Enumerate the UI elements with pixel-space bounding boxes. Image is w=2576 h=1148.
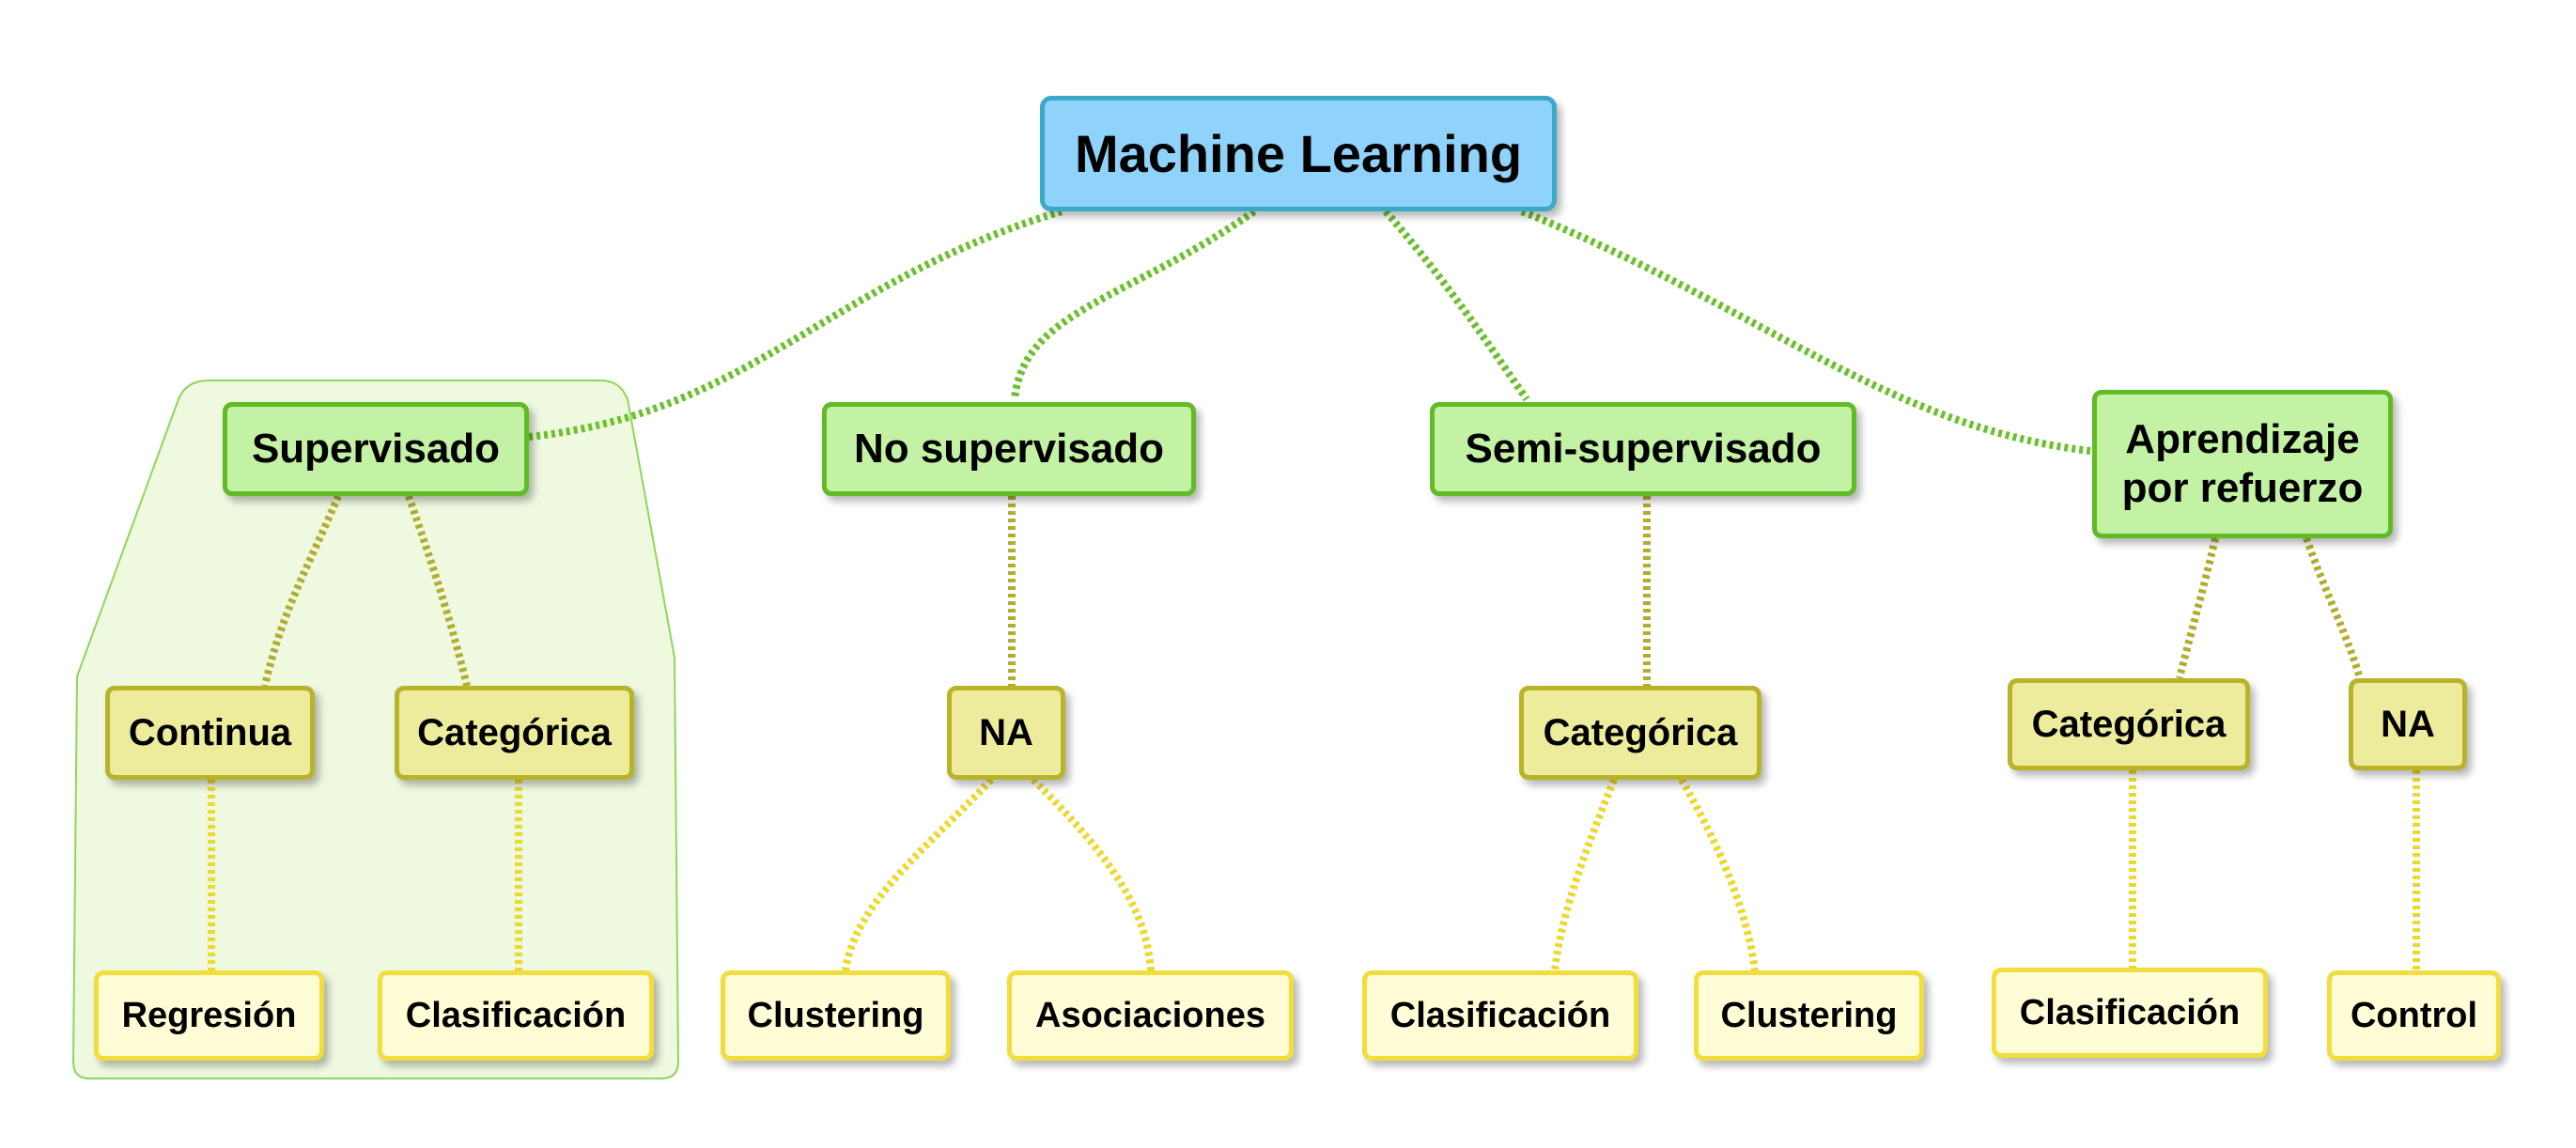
node-aprendizaje-por-refuerzo[interactable]: Aprendizaje por refuerzo: [2092, 390, 2393, 538]
node-label: Control: [2350, 995, 2478, 1035]
supervisado-highlight-region: [71, 380, 680, 1079]
node-label: Regresión: [121, 995, 297, 1035]
connector-root-no-supervisado: [1011, 208, 1257, 400]
connector-supervisado-categorica: [405, 494, 471, 687]
node-clasificacion-aprendizaje[interactable]: Clasificación: [1992, 968, 2268, 1058]
node-label: Supervisado: [251, 426, 501, 472]
connector-root-aprendizaje: [1520, 208, 2091, 455]
node-label: NA: [979, 711, 1033, 753]
node-label: Clasificación: [405, 995, 627, 1035]
node-label: Categórica: [1543, 711, 1738, 753]
node-continua[interactable]: Continua: [105, 686, 315, 780]
root-label: Machine Learning: [1074, 124, 1523, 183]
connector-aprendizaje-categorica: [2176, 537, 2219, 679]
node-clustering-no-supervisado[interactable]: Clustering: [721, 970, 951, 1061]
node-label: No supervisado: [853, 426, 1165, 472]
node-categorica-aprendizaje[interactable]: Categórica: [2008, 678, 2250, 770]
node-clustering-semi[interactable]: Clustering: [1694, 970, 1924, 1061]
node-label: Clasificación: [2019, 992, 2241, 1032]
connector-categorica-clasificacion-semi: [1551, 778, 1618, 971]
node-label: NA: [2381, 703, 2435, 745]
node-supervisado[interactable]: Supervisado: [223, 402, 529, 496]
node-na-aprendizaje[interactable]: NA: [2349, 678, 2467, 770]
connector-na-clustering: [842, 777, 994, 971]
node-categorica-supervisado[interactable]: Categórica: [395, 686, 634, 780]
node-clasificacion-supervisado[interactable]: Clasificación: [378, 970, 654, 1061]
node-label: Clustering: [747, 995, 924, 1035]
node-asociaciones[interactable]: Asociaciones: [1007, 970, 1294, 1061]
connector-root-semi-supervisado: [1382, 209, 1530, 402]
connector-na-asociaciones: [1031, 777, 1155, 971]
node-label: Semi-supervisado: [1465, 426, 1822, 472]
node-categorica-semi[interactable]: Categórica: [1519, 686, 1761, 780]
node-label: Asociaciones: [1035, 995, 1265, 1035]
node-label: Categórica: [417, 711, 612, 753]
node-label: Categórica: [2031, 703, 2227, 745]
node-label: Aprendizaje por refuerzo: [2121, 416, 2364, 511]
connector-supervisado-continua: [261, 494, 342, 687]
node-regresion[interactable]: Regresión: [94, 970, 324, 1061]
node-label: Continua: [128, 711, 292, 753]
node-label: Clasificación: [1389, 995, 1611, 1035]
node-control[interactable]: Control: [2327, 970, 2501, 1061]
connector-aprendizaje-na: [2303, 536, 2364, 680]
root-node-machine-learning[interactable]: Machine Learning: [1040, 96, 1557, 211]
node-label: Clustering: [1720, 995, 1898, 1035]
node-na-no-supervisado[interactable]: NA: [947, 686, 1065, 780]
node-no-supervisado[interactable]: No supervisado: [822, 402, 1196, 496]
node-semi-supervisado[interactable]: Semi-supervisado: [1430, 402, 1856, 496]
connector-categorica-clustering-semi: [1678, 778, 1759, 971]
node-clasificacion-semi[interactable]: Clasificación: [1362, 970, 1638, 1061]
connector-root-supervisado: [528, 208, 1063, 441]
